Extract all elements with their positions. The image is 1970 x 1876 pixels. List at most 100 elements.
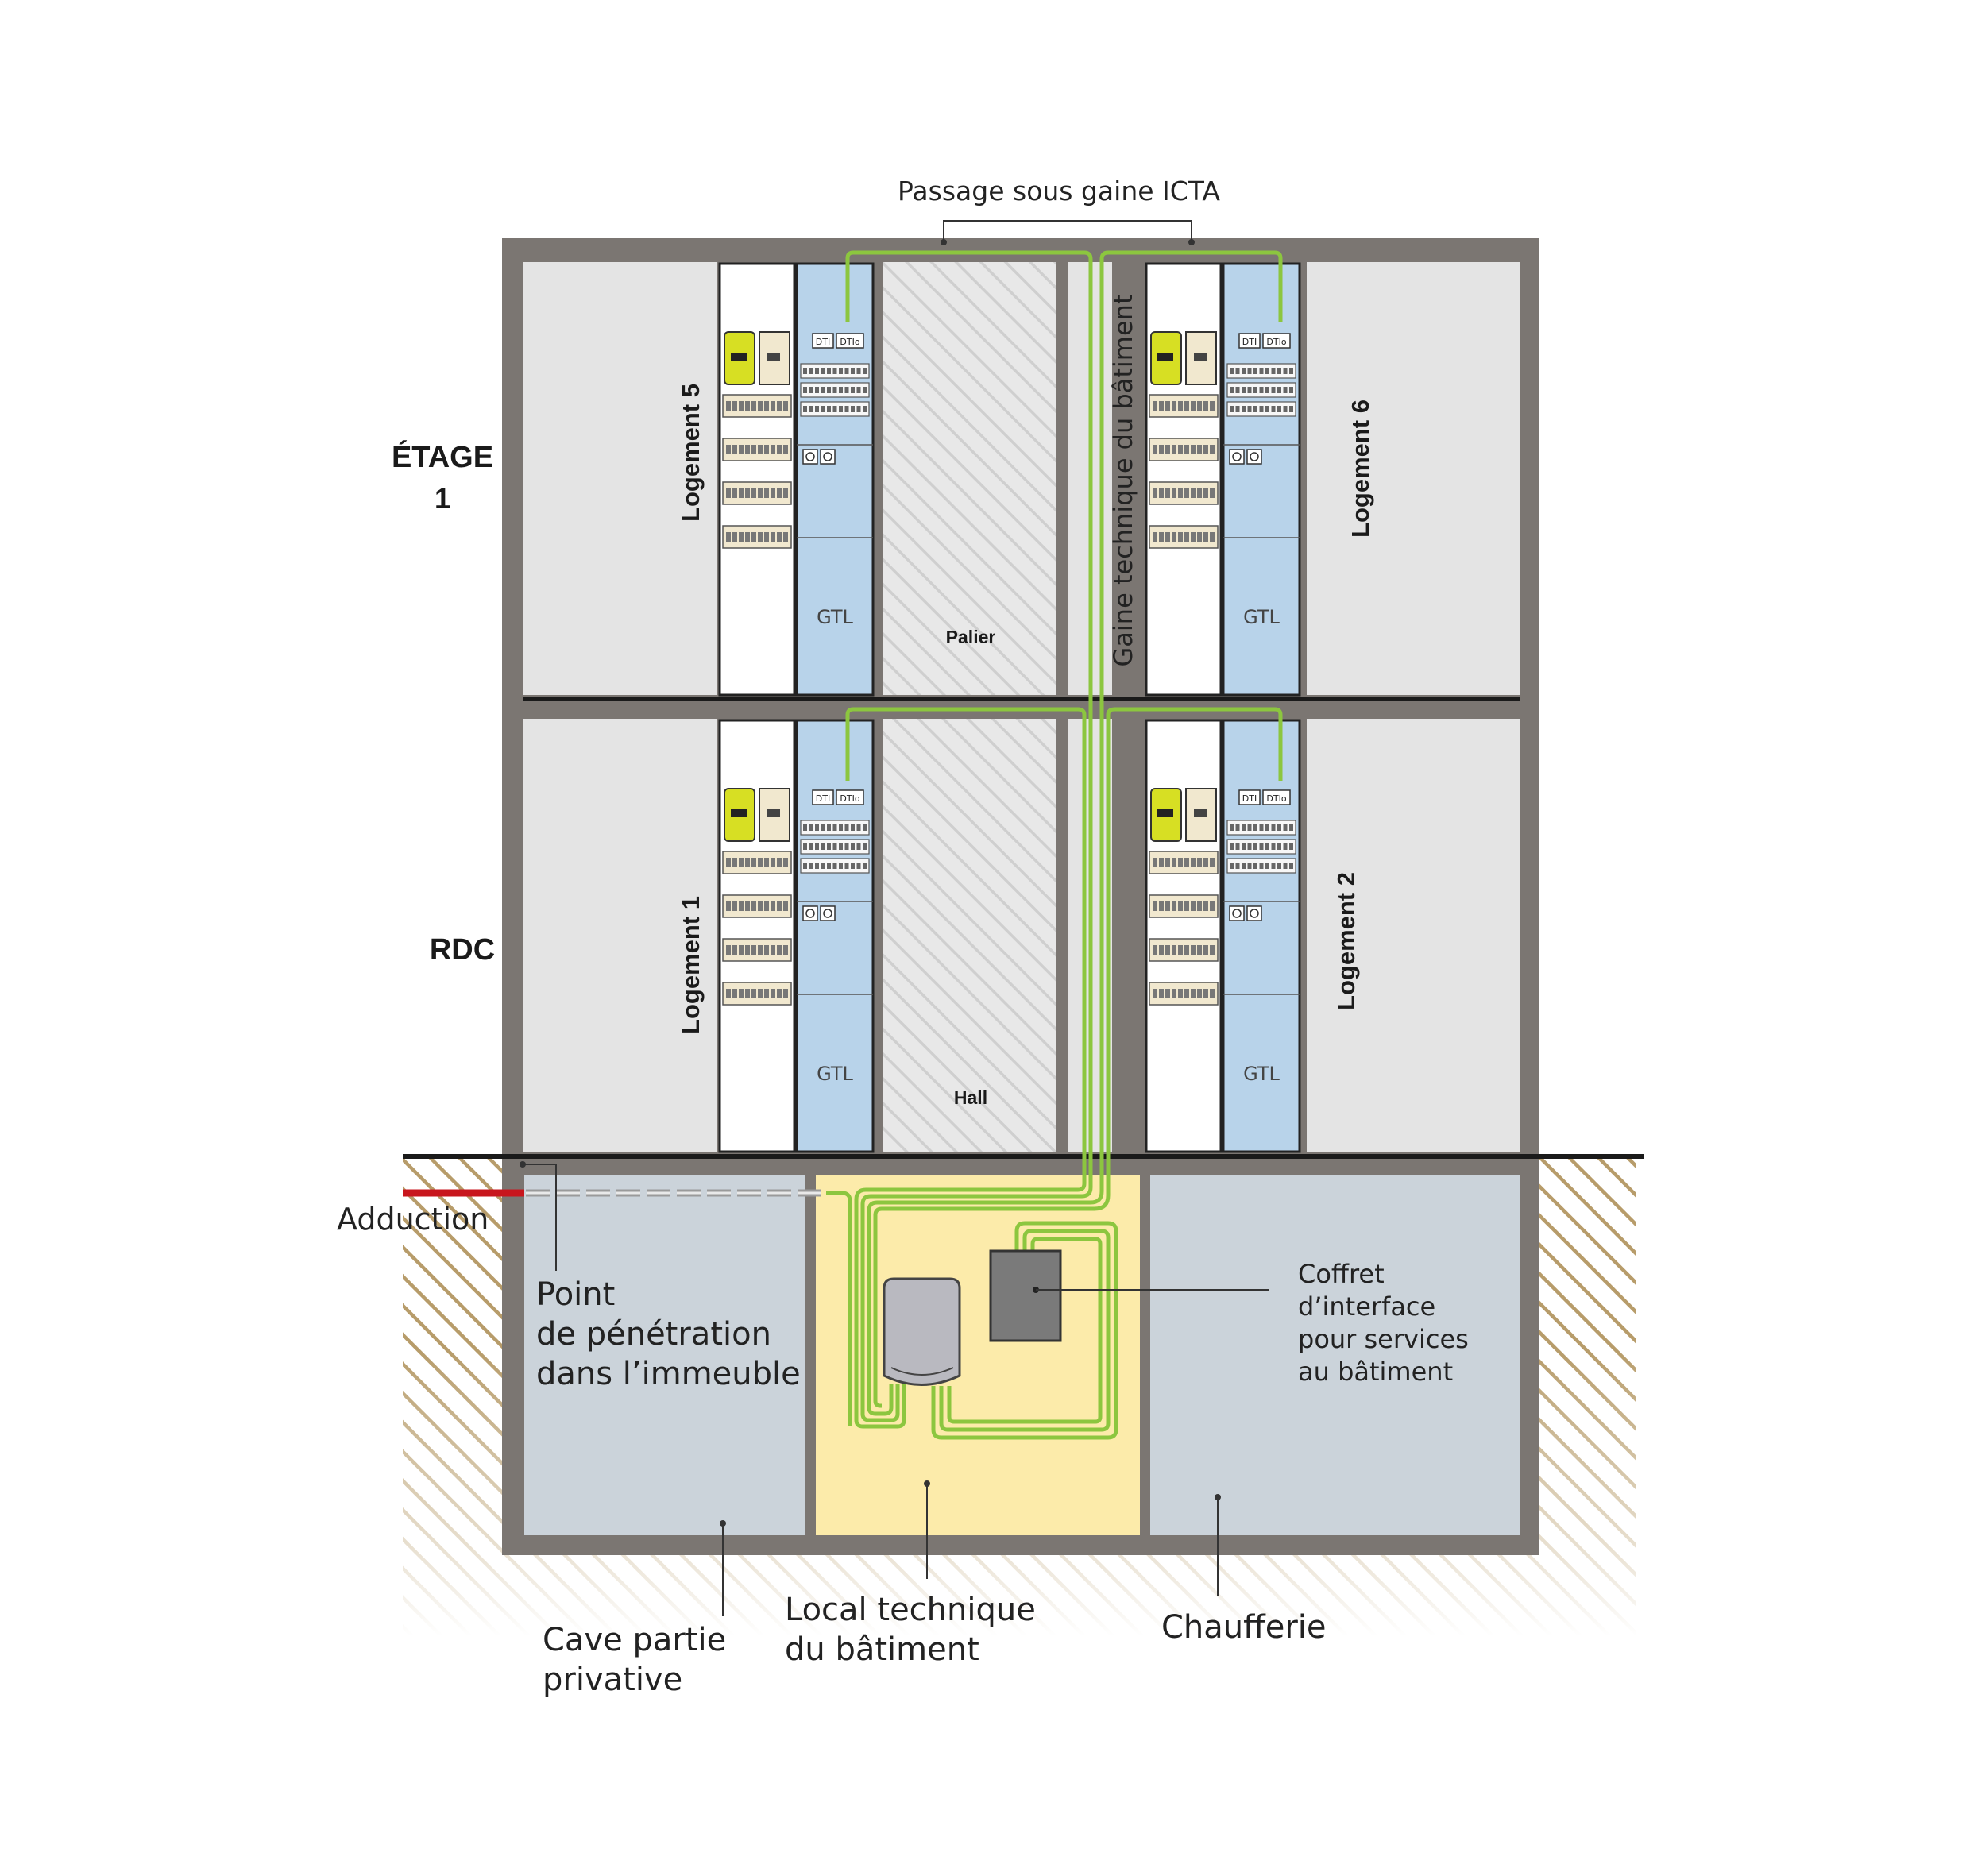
- dwelling-5-breaker-module: [771, 488, 775, 498]
- dwelling-2-patch-port: [1235, 843, 1240, 850]
- dwelling-2-breaker-module: [1197, 945, 1202, 955]
- dwelling-5-breaker-module: [764, 445, 769, 454]
- adduction-label: Adduction: [337, 1202, 489, 1237]
- dwelling-1-breaker-module: [777, 989, 782, 998]
- dwelling-2-patch-port: [1271, 863, 1276, 869]
- dwelling-1-patch-port: [844, 843, 849, 850]
- dwelling-6-breaker-module: [1159, 532, 1164, 542]
- dwelling-5-patch-port: [856, 368, 861, 374]
- dwelling-5-breaker-module: [726, 445, 731, 454]
- dwelling-2-patch-port: [1230, 843, 1234, 850]
- dwelling-5-socket-b: [820, 449, 836, 465]
- dwelling-5-breaker-module: [777, 401, 782, 411]
- dwelling-6-patch-port: [1283, 406, 1288, 412]
- interface-box-label-line3: pour services: [1298, 1324, 1469, 1354]
- dwelling-5-breaker-module: [739, 488, 744, 498]
- dwelling-1-breaker-module: [764, 989, 769, 998]
- dwelling-5-breaker-module: [783, 445, 788, 454]
- dwelling-5-patch-port: [863, 387, 867, 393]
- dwelling-6-breaker-module: [1197, 532, 1202, 542]
- fiber-cable-riser-4: [1106, 707, 1283, 1175]
- dwelling-2-patch-port: [1271, 824, 1276, 831]
- fiber-cable-tech-room-2: [860, 1164, 1093, 1422]
- dwelling-1-patch-port: [832, 843, 837, 850]
- dwelling-2-breaker-module: [1191, 901, 1196, 911]
- dwelling-5-patch-port: [832, 406, 837, 412]
- dwelling-6-patch-port: [1259, 406, 1264, 412]
- dwelling-1-dti-box: [812, 789, 834, 805]
- dwelling-5-breaker-switch: [767, 353, 780, 361]
- dwelling-5-breaker-module: [732, 532, 737, 542]
- dwelling-5-breaker-module: [764, 532, 769, 542]
- dwelling-5-breaker-module: [777, 488, 782, 498]
- cellar-label-line1: Cave partie: [543, 1622, 726, 1658]
- dwelling-1-breaker-module: [783, 901, 788, 911]
- dwelling-1-room: [523, 719, 717, 1152]
- dwelling-6-room: [1307, 262, 1520, 695]
- dwelling-5-dtio-box: [836, 333, 864, 349]
- dwelling-2-breaker-module: [1203, 858, 1208, 867]
- dwelling-1-patch-port: [851, 843, 855, 850]
- boiler-room-label: Chaufferie: [1161, 1609, 1326, 1646]
- hall-label: Hall: [954, 1087, 987, 1108]
- dwelling-2-patch-port: [1283, 863, 1288, 869]
- dwelling-6-patch-port: [1271, 387, 1276, 393]
- dwelling-5-patch-port: [803, 368, 807, 374]
- dwelling-5-patch-port: [803, 406, 807, 412]
- boiler-room: [1150, 1175, 1520, 1535]
- dwelling-5-breaker-module: [764, 488, 769, 498]
- dwelling-1-patch-port: [803, 824, 807, 831]
- dwelling-6-dti-box: [1238, 333, 1261, 349]
- dwelling-6-breaker-module: [1153, 532, 1157, 542]
- dwelling-5-breaker-module: [771, 532, 775, 542]
- dwelling-1-patch-port: [863, 863, 867, 869]
- dwelling-5-patch-port: [832, 368, 837, 374]
- dwelling-2-breaker-module: [1153, 989, 1157, 998]
- dwelling-2-patch-port: [1235, 824, 1240, 831]
- dwelling-5-patch-port: [809, 387, 813, 393]
- dwelling-6-patch-port: [1283, 368, 1288, 374]
- dwelling-2-socket-b: [1246, 905, 1262, 921]
- interface-box: [989, 1249, 1062, 1342]
- dwelling-1-socket-b-hole: [823, 909, 832, 918]
- dwelling-1-patch-port: [815, 863, 819, 869]
- dwelling-6-patch-port: [1271, 406, 1276, 412]
- distribution-cabinet: [883, 1277, 961, 1386]
- dwelling-6-meter-display: [1157, 353, 1173, 361]
- dwelling-2-breaker-module: [1172, 901, 1176, 911]
- dwelling-6-dtio-box: [1262, 333, 1291, 349]
- dwelling-2-socket-a: [1229, 905, 1245, 921]
- dwelling-1-breaker-module: [764, 858, 769, 867]
- dwelling-2-dti-label: DTI: [1242, 793, 1257, 804]
- dwelling-6-breaker-module: [1203, 488, 1208, 498]
- dwelling-6-breaker-module: [1153, 488, 1157, 498]
- dwelling-5-breaker-module: [777, 445, 782, 454]
- dwelling-5-patch-port: [815, 406, 819, 412]
- fiber-cable-tech-room-8: [826, 1191, 852, 1426]
- dwelling-6-breaker-module: [1159, 401, 1164, 411]
- dwelling-1-socket-b: [820, 905, 836, 921]
- dwelling-6-breaker-module: [1153, 401, 1157, 411]
- dwelling-2-breaker-module: [1178, 901, 1183, 911]
- dwelling-5-breaker-module: [745, 488, 750, 498]
- dwelling-5-socket-a-hole: [805, 452, 815, 461]
- dwelling-2-breaker-module: [1191, 989, 1196, 998]
- dwelling-5-dti-box: [812, 333, 834, 349]
- fiber-cable-tech-room-1: [854, 1175, 1087, 1429]
- dwelling-2-meter-display: [1157, 809, 1173, 817]
- dwelling-2-socket-a-hole: [1232, 909, 1242, 918]
- interface-box-label-line1: Coffret: [1298, 1259, 1385, 1289]
- dwelling-5-breaker-module: [739, 532, 744, 542]
- dwelling-5-patch-port: [856, 387, 861, 393]
- dwelling-2-breaker-module: [1153, 945, 1157, 955]
- dwelling-5-patch-port: [851, 387, 855, 393]
- dwelling-1-patch-port: [815, 843, 819, 850]
- dwelling-6-breaker-module: [1191, 532, 1196, 542]
- dwelling-6-patch-port: [1259, 387, 1264, 393]
- dwelling-1-breaker-module: [783, 989, 788, 998]
- dwelling-5-patch-port: [844, 387, 849, 393]
- dwelling-6-patch-port: [1259, 368, 1264, 374]
- dwelling-2-patch-port: [1277, 824, 1281, 831]
- dwelling-6-breaker-module: [1210, 488, 1215, 498]
- dwelling-2-breaker-switch: [1194, 809, 1207, 817]
